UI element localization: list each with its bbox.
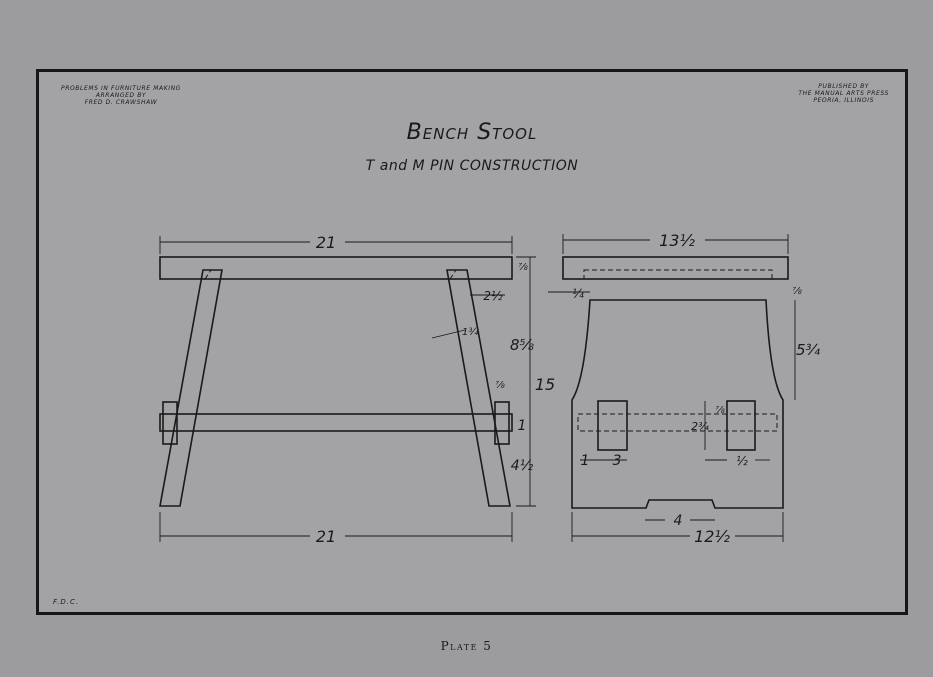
dim-end-top-length: 13½ [659,231,695,250]
header-right-line2: THE MANUAL ARTS PRESS [798,90,889,97]
front-right-leg [446,269,511,507]
dim-top-thickness: ⅞ [518,262,528,273]
dim-rail-thickness: ⅞ [495,380,505,391]
dim-leg-width: 1¾ [462,327,478,338]
dim-rail-height: 1 [518,418,527,434]
end-hidden-lines [577,269,778,432]
front-seat-top [159,256,513,280]
header-left-line1: PROBLEMS IN FURNITURE MAKING [61,85,181,92]
header-right: PUBLISHED BY THE MANUAL ARTS PRESS PEORI… [798,83,889,104]
header-left-line2: ARRANGED BY [95,92,147,99]
end-leg [571,299,784,509]
dim-end-top-thickness: ⅞ [792,286,802,297]
front-rail [159,413,513,432]
drawing-subtitle: T and M PIN CONSTRUCTION [365,158,579,174]
header-left-line3: FRED D. CRAWSHAW [84,99,158,106]
dimension-labels: 21 21 2½ 1¾ ⅞ ⅞ 8⅝ 15 1 4½ 13½ 12½ ¼ ⅞ 5… [316,231,821,546]
dimension-lines [159,234,796,542]
end-view [562,256,789,509]
dim-front-bottom-length: 21 [316,527,336,546]
dim-pin-spacing: ⅞ [715,405,725,416]
drawing-title: Bench Stool [406,120,538,145]
end-pin-right [726,400,756,451]
dim-rail-end-length: 3 [613,453,622,469]
dim-overall-height: 15 [535,375,555,394]
dim-pin-width: ½ [736,454,748,468]
dim-end-inset: ¼ [572,287,584,301]
dim-upper-height: 8⅝ [510,336,535,354]
dim-cutout-width: 4 [674,513,683,529]
drafter-initials: F.D.C. [53,598,80,606]
header-left: PROBLEMS IN FURNITURE MAKING ARRANGED BY… [61,85,181,106]
end-pin-left [597,400,628,451]
header-right-line3: PEORIA, ILLINOIS [813,97,875,104]
front-right-tenon [494,401,510,445]
end-seat-top [562,256,789,280]
header-right-line1: PUBLISHED BY [818,83,870,90]
dim-pin-height: 2¾ [691,420,709,433]
front-hidden-lines [204,269,457,280]
dim-end-bottom-length: 12½ [694,527,730,546]
front-left-leg [159,269,223,507]
front-view [159,256,513,507]
dim-curve-depth: 5¾ [796,341,821,359]
dim-leg-offset: 2½ [483,289,503,303]
drawing-plate: PROBLEMS IN FURNITURE MAKING ARRANGED BY… [36,69,908,615]
dim-foot-height: 4½ [511,458,534,474]
plate-caption: Plate 5 [440,639,493,653]
dim-rail-end-width: 1 [581,453,590,469]
dim-front-top-length: 21 [316,233,336,252]
front-left-tenon [162,401,178,445]
